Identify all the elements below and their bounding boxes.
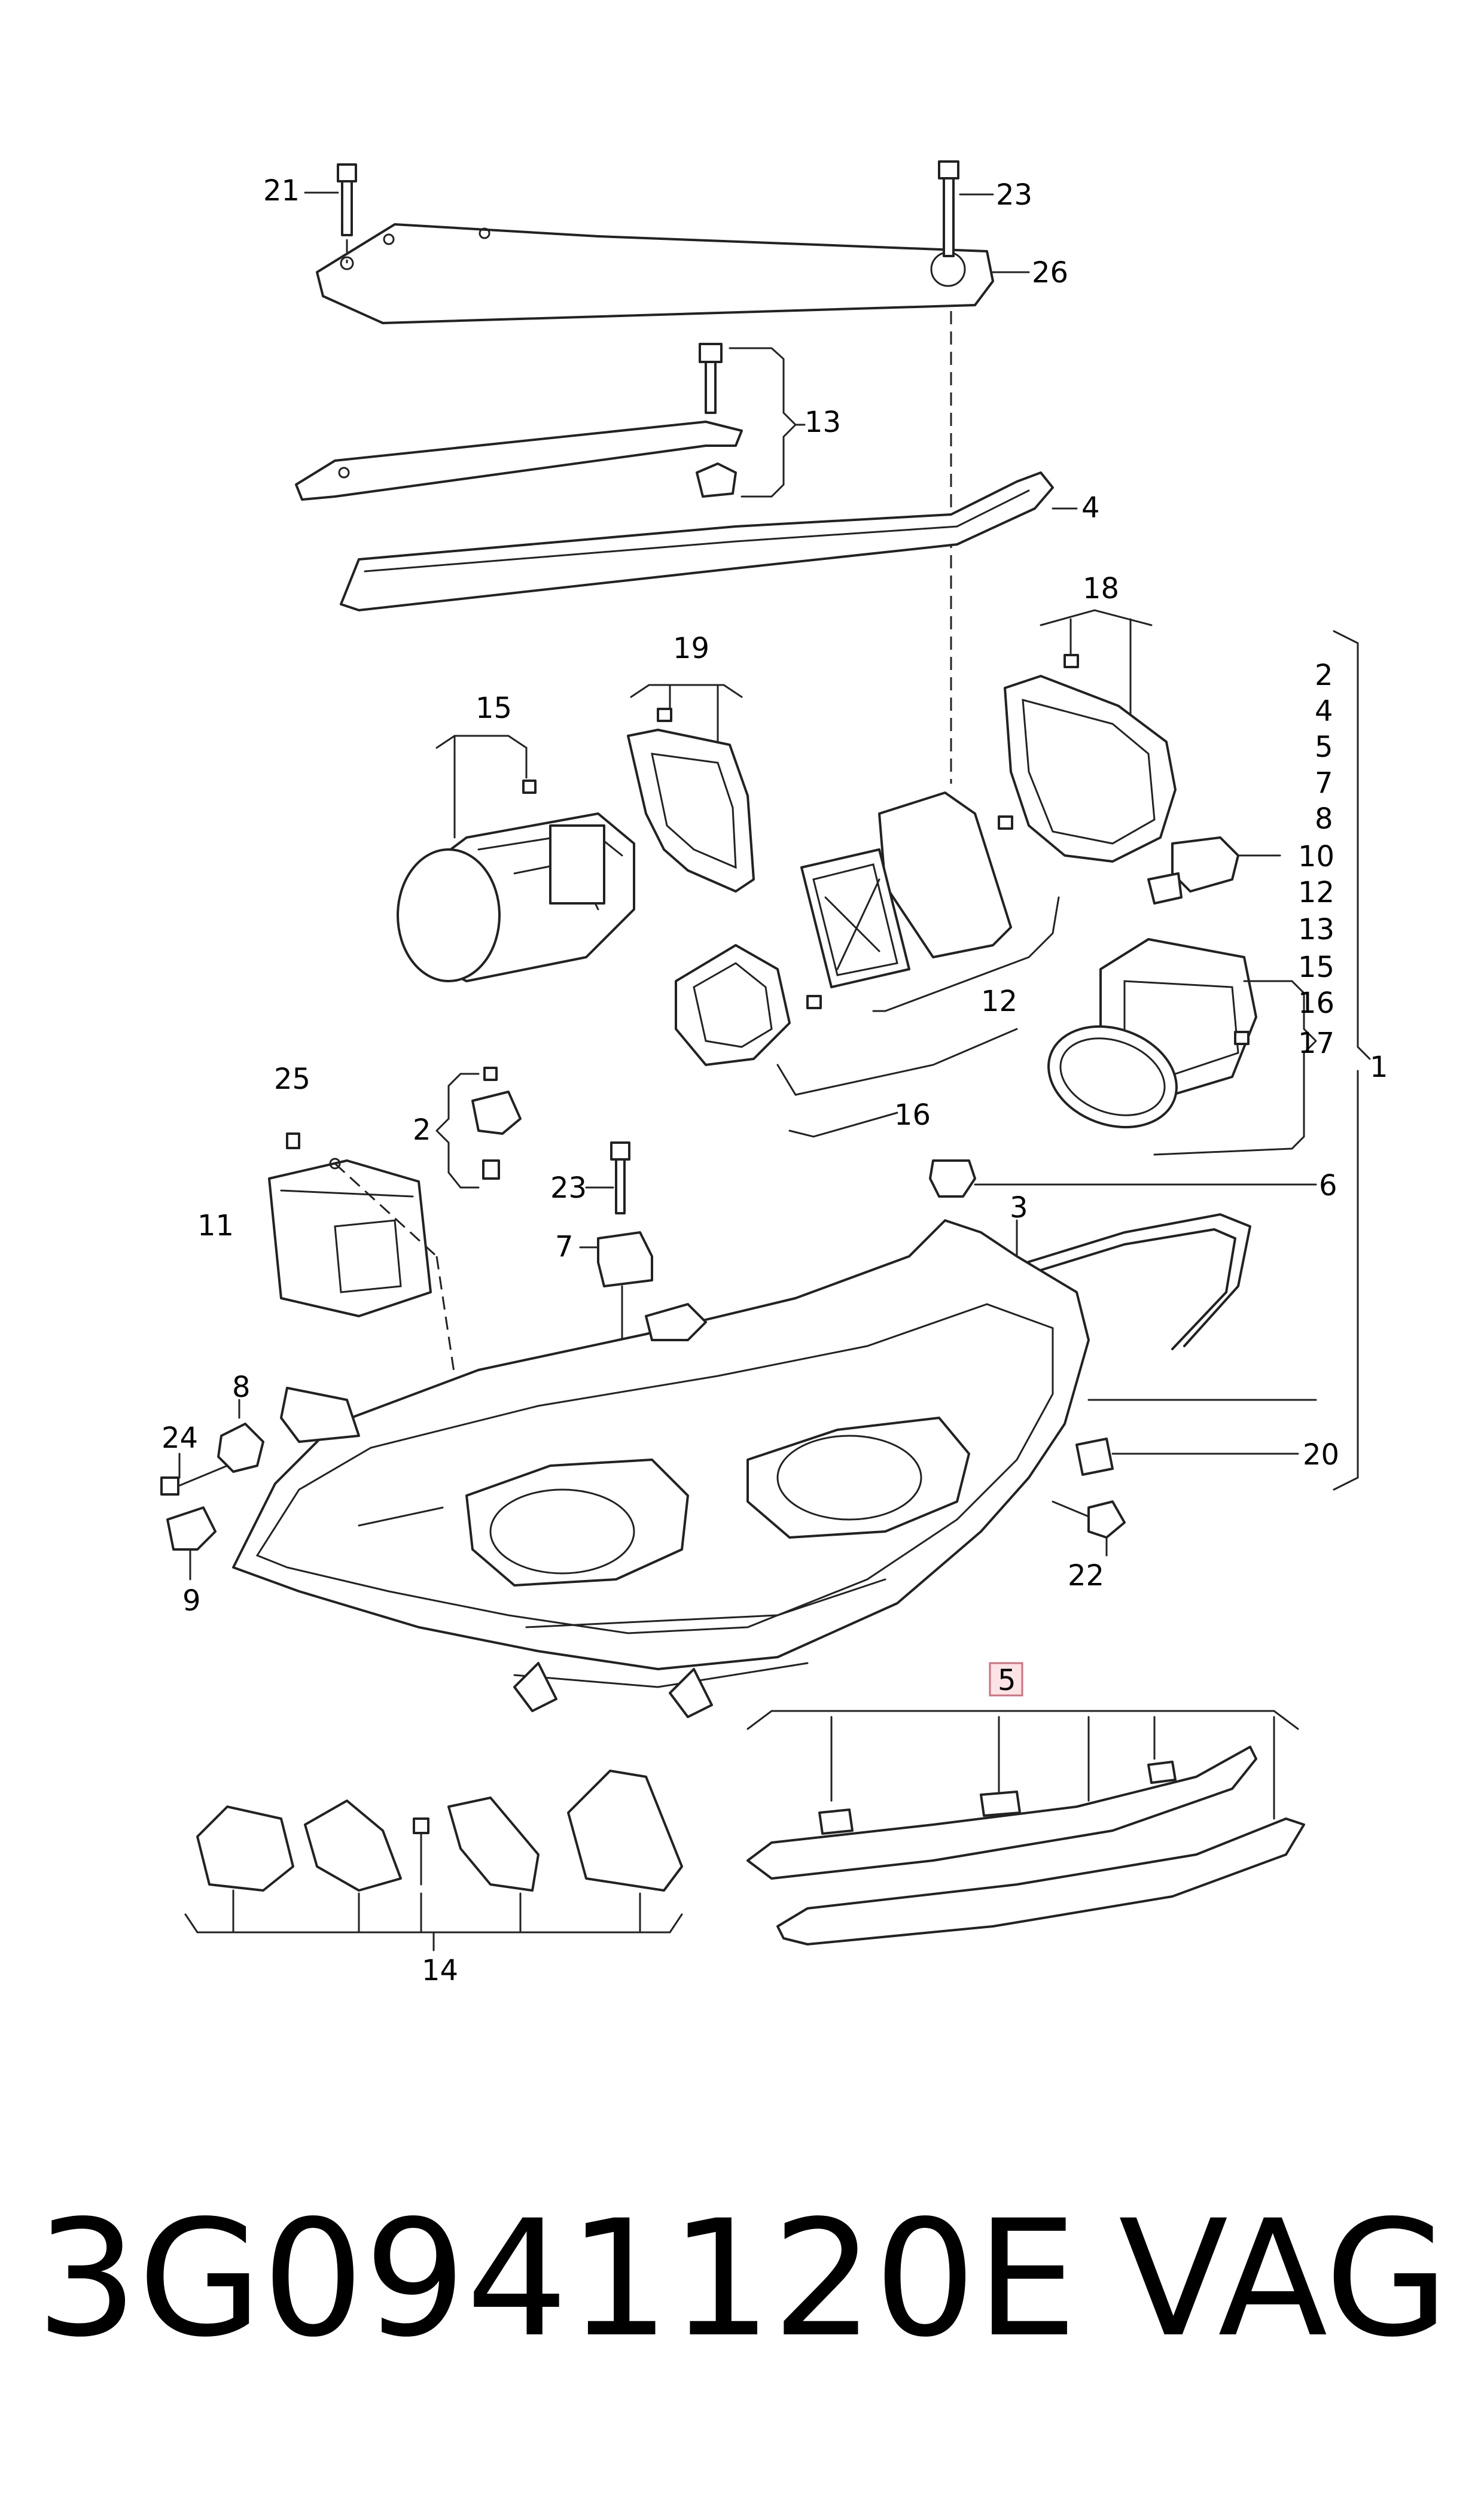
list-7: 7 [1315,766,1333,800]
callout-25: 25 [274,1062,310,1096]
callout-4: 4 [1081,491,1100,525]
vent-cap-6 [929,1159,1317,1198]
bolt-23-top [938,160,994,257]
callout-7: 7 [555,1230,574,1263]
callout-14: 14 [422,1954,458,1987]
adjuster-2 [435,1067,522,1189]
callout-18: 18 [1083,572,1119,605]
bolt-21 [304,163,357,236]
led-module-16 [675,944,1018,1138]
bracket-26 [316,223,994,324]
callout-1: 1 [1370,1051,1388,1084]
holder-7 [579,1231,653,1347]
bolt-23-lower [585,1141,630,1214]
screw-8 [217,1399,264,1473]
list-8: 8 [1315,802,1333,836]
callout-11: 11 [197,1209,234,1243]
projector-module-15 [397,735,635,982]
callout-16: 16 [894,1098,931,1132]
mounting-strip-13 [295,343,806,501]
callout-5: 5 [998,1664,1016,1697]
clip-20 [1075,1438,1299,1476]
list-15: 15 [1298,951,1334,984]
callout-6: 6 [1319,1169,1337,1202]
brand-name: VAG [1119,2186,1449,2373]
callout-23-lower: 23 [550,1171,587,1205]
fan-housing-12 [800,791,1060,1012]
trim-strip-5 [746,1662,1305,1945]
callout-20: 20 [1303,1438,1339,1472]
callout-19: 19 [673,632,709,665]
grommet-9 [166,1506,217,1581]
callout-3: 3 [1010,1191,1028,1225]
list-13: 13 [1298,913,1334,946]
callout-9: 9 [182,1584,201,1618]
callout-24: 24 [161,1421,198,1455]
callout-26: 26 [1032,256,1068,290]
callout-15: 15 [476,692,512,725]
screw-24 [160,1453,228,1496]
highlight-box-5 [989,1662,1023,1697]
list-17: 17 [1298,1027,1334,1060]
gasket-frame-19 [627,684,755,893]
callout-13: 13 [805,406,841,439]
callout-8: 8 [232,1371,251,1404]
callout-22: 22 [1068,1559,1104,1593]
list-2: 2 [1315,659,1333,692]
bracket-set-14 [184,1770,683,1951]
list-10: 10 [1298,840,1334,873]
list-16: 16 [1298,987,1334,1020]
ballast-11 [268,1132,456,1377]
bulb-socket-10 [1147,836,1281,905]
trim-strip-4 [340,471,1078,611]
callout-2: 2 [413,1113,431,1147]
lamp-unit-17 [1047,938,1317,1156]
screw-22 [1052,1500,1126,1557]
list-12: 12 [1298,876,1334,909]
callout-12: 12 [981,985,1017,1018]
list-5: 5 [1315,730,1333,764]
list-4: 4 [1315,695,1333,728]
callout-21: 21 [263,174,300,208]
part-number: 3G0941120E [36,2186,1078,2373]
callout-23-top: 23 [996,178,1032,212]
headlight-housing-1 [232,1219,1317,1718]
gasket-18 [1004,609,1177,863]
